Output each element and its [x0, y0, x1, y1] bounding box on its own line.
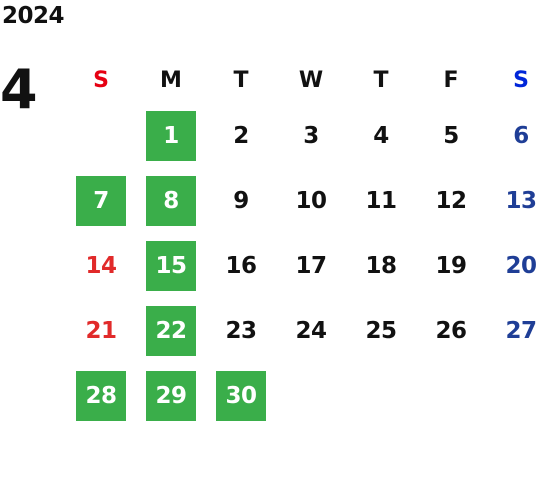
calendar-day[interactable]: 18	[365, 252, 397, 279]
calendar-day-highlighted[interactable]: 22	[146, 305, 196, 356]
calendar-day[interactable]: 2	[233, 122, 249, 149]
calendar-day[interactable]: 3	[303, 122, 319, 149]
calendar-cell: 4	[346, 103, 416, 168]
weekday-header-saturday: S	[513, 68, 529, 93]
calendar-day-highlighted[interactable]: 7	[76, 175, 126, 226]
calendar-day[interactable]: 27	[505, 317, 537, 344]
calendar-day[interactable]: 17	[295, 252, 327, 279]
weekday-header-sunday: S	[93, 68, 109, 93]
calendar-cell: 20	[486, 233, 548, 298]
calendar-day-highlighted[interactable]: 1	[146, 110, 196, 161]
weekday-header-friday: F	[443, 68, 459, 93]
calendar-cell: 9	[206, 168, 276, 233]
calendar-cell: 13	[486, 168, 548, 233]
calendar-cell: 24	[276, 298, 346, 363]
calendar-cell: 27	[486, 298, 548, 363]
calendar-month: 4	[0, 58, 38, 121]
weekday-header-monday: M	[160, 68, 182, 93]
calendar-cell	[346, 363, 416, 428]
calendar-day-highlighted[interactable]: 30	[216, 370, 266, 421]
calendar-day-highlighted[interactable]: 28	[76, 370, 126, 421]
calendar-day[interactable]: 23	[225, 317, 257, 344]
weekday-header-tuesday: T	[233, 68, 249, 93]
calendar-day[interactable]: 9	[233, 187, 249, 214]
calendar-cell: 6	[486, 103, 548, 168]
calendar-cell	[486, 363, 548, 428]
calendar-day-highlighted[interactable]: 29	[146, 370, 196, 421]
calendar-cell: 30	[206, 363, 276, 428]
calendar-day[interactable]: 11	[365, 187, 397, 214]
calendar-cell: 21	[66, 298, 136, 363]
weekday-header-thursday: T	[373, 68, 389, 93]
calendar-cell: 16	[206, 233, 276, 298]
calendar-day[interactable]: 16	[225, 252, 257, 279]
calendar-cell: 8	[136, 168, 206, 233]
calendar-day[interactable]: 21	[85, 317, 117, 344]
calendar-day[interactable]: 10	[295, 187, 327, 214]
calendar-day-highlighted[interactable]: 8	[146, 175, 196, 226]
weekday-header-wednesday: W	[298, 68, 324, 93]
calendar-cell: 18	[346, 233, 416, 298]
calendar-day[interactable]: 19	[435, 252, 467, 279]
calendar-cell: 10	[276, 168, 346, 233]
calendar-week-row: 1 2 3 4 5 6	[66, 103, 548, 168]
calendar-cell: 19	[416, 233, 486, 298]
calendar-cell: 25	[346, 298, 416, 363]
calendar-day[interactable]: 5	[443, 122, 459, 149]
calendar-cell: 26	[416, 298, 486, 363]
calendar-day[interactable]: 6	[513, 122, 529, 149]
calendar-day-highlighted[interactable]: 15	[146, 240, 196, 291]
calendar-cell: 5	[416, 103, 486, 168]
calendar-cell: 12	[416, 168, 486, 233]
calendar-cell	[66, 103, 136, 168]
calendar-week-row: 21 22 23 24 25 26 27	[66, 298, 548, 363]
calendar-cell: 7	[66, 168, 136, 233]
calendar-day[interactable]: 20	[505, 252, 537, 279]
calendar-day[interactable]: 12	[435, 187, 467, 214]
calendar-day[interactable]: 26	[435, 317, 467, 344]
calendar-cell: 14	[66, 233, 136, 298]
calendar-year: 2024	[2, 3, 65, 29]
calendar-day[interactable]: 24	[295, 317, 327, 344]
calendar-cell	[276, 363, 346, 428]
calendar-cell: 17	[276, 233, 346, 298]
calendar-day[interactable]: 25	[365, 317, 397, 344]
weekday-header-row: S M T W T F S	[66, 58, 548, 103]
calendar-cell: 3	[276, 103, 346, 168]
calendar-cell	[416, 363, 486, 428]
calendar-day[interactable]: 14	[85, 252, 117, 279]
calendar-day[interactable]: 4	[373, 122, 389, 149]
calendar-cell: 11	[346, 168, 416, 233]
calendar-cell: 2	[206, 103, 276, 168]
calendar-cell: 23	[206, 298, 276, 363]
calendar-week-row: 14 15 16 17 18 19 20	[66, 233, 548, 298]
calendar-week-row: 28 29 30	[66, 363, 548, 428]
calendar-cell: 15	[136, 233, 206, 298]
calendar-day[interactable]: 13	[505, 187, 537, 214]
calendar-cell: 1	[136, 103, 206, 168]
calendar-cell: 22	[136, 298, 206, 363]
calendar-cell: 29	[136, 363, 206, 428]
calendar-cell: 28	[66, 363, 136, 428]
